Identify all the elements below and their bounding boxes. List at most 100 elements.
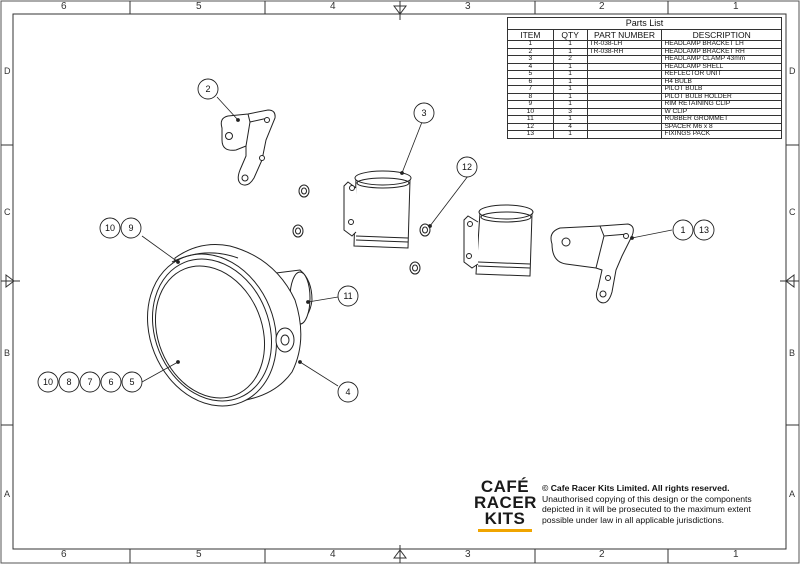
balloon-10a [99, 217, 121, 239]
cell-part-number [586, 107, 663, 116]
column-label-top-4: 4 [330, 1, 336, 12]
parts-list-table: Parts List ITEM QTY PART NUMBER DESCRIPT… [507, 17, 782, 139]
cell-qty: 1 [552, 130, 588, 139]
row-label-left-a: A [4, 489, 11, 499]
balloon-8 [58, 371, 80, 393]
balloon-labels: 2 3 12 1 13 10 9 11 4 10 8 7 6 5 [43, 84, 709, 397]
cell-qty: 1 [552, 40, 588, 49]
copyright-line-2: Unauthorised copying of this design or t… [542, 493, 752, 525]
balloon-label-12: 12 [462, 162, 472, 172]
balloon-label-3: 3 [421, 108, 426, 118]
column-label-top-2: 2 [599, 1, 605, 12]
cell-qty: 1 [552, 70, 588, 79]
row-label-left-c: C [4, 207, 11, 217]
cell-part-number: TR-038-RH [586, 47, 663, 56]
column-label-bottom-4: 4 [330, 549, 336, 560]
cell-description: REFLECTOR UNIT [661, 70, 782, 79]
bracket-lh [550, 223, 634, 304]
column-label-bottom-6: 6 [61, 549, 67, 560]
cell-qty: 1 [552, 100, 588, 109]
column-label-top-6: 6 [61, 1, 67, 12]
row-label-right-b: B [789, 348, 796, 358]
column-label-top-1: 1 [733, 1, 739, 12]
balloon-label-2: 2 [205, 84, 210, 94]
copyright-line-1: © Cafe Racer Kits Limited. All rights re… [542, 483, 730, 493]
clamp-right [463, 204, 534, 277]
balloon-6 [100, 371, 122, 393]
row-label-left-b: B [4, 348, 11, 358]
cell-description: HEADLAMP BRACKET LH [661, 40, 782, 49]
balloon-label-8: 8 [66, 377, 71, 387]
balloon-label-7: 7 [87, 377, 92, 387]
col-header-item: ITEM [507, 29, 554, 41]
balloon-label-11: 11 [343, 291, 352, 301]
column-label-bottom-2: 2 [599, 549, 605, 560]
cell-item: 13 [507, 130, 554, 139]
row-label-left-d: D [4, 66, 11, 76]
cell-description: RUBBER GROMMET [661, 115, 782, 124]
column-label-bottom-3: 3 [465, 549, 471, 560]
cell-item: 9 [507, 100, 554, 109]
row-label-right-a: A [789, 489, 796, 499]
cell-description: RIM RETAINING CLIP [661, 100, 782, 109]
col-header-part-number: PART NUMBER [586, 29, 663, 41]
column-label-bottom-1: 1 [733, 549, 739, 560]
cell-description: HEADLAMP CLAMP 43mm [661, 55, 782, 64]
cell-part-number [586, 77, 663, 86]
balloon-label-10b: 10 [43, 377, 53, 387]
balloon-3 [413, 102, 435, 124]
headlamp-assembly [147, 244, 313, 407]
cell-description: PILOT BULB [661, 85, 782, 94]
balloon-11 [337, 285, 359, 307]
balloon-4 [337, 381, 359, 403]
balloon-label-4: 4 [345, 387, 350, 397]
copyright-notice: © Cafe Racer Kits Limited. All rights re… [542, 483, 777, 525]
brand-line-3: KITS [484, 509, 526, 528]
balloon-label-9: 9 [128, 223, 133, 233]
cell-description: FIXINGS PACK [661, 130, 782, 139]
cell-item: 3 [507, 55, 554, 64]
cell-part-number [586, 130, 663, 139]
parts-list-title: Parts List [507, 17, 782, 30]
brand-line-1: CAFÉ [480, 477, 530, 496]
cell-item: 7 [507, 85, 554, 94]
balloon-label-13: 13 [699, 225, 709, 235]
row-label-right-d: D [789, 66, 796, 76]
cell-qty: 1 [552, 115, 588, 124]
cell-part-number [586, 62, 663, 71]
col-header-qty: QTY [552, 29, 588, 41]
balloon-7 [79, 371, 101, 393]
cell-item: 11 [507, 115, 554, 124]
brand-logo: CAFÉ RACER KITS [474, 477, 537, 532]
brand-line-2: RACER [474, 493, 537, 512]
cell-part-number [586, 92, 663, 101]
column-label-top-3: 3 [465, 1, 471, 12]
cell-qty: 1 [552, 85, 588, 94]
brand-accent-bar [478, 529, 532, 532]
cell-part-number [586, 55, 663, 64]
cell-part-number [586, 70, 663, 79]
balloon-10b [37, 371, 59, 393]
bracket-rh [220, 109, 276, 186]
spacers [292, 184, 431, 275]
clamp-left [343, 170, 412, 249]
balloon-label-10a: 10 [105, 223, 115, 233]
cell-part-number [586, 85, 663, 94]
balloon-label-1: 1 [680, 225, 685, 235]
row-label-right-c: C [789, 207, 796, 217]
balloon-13 [693, 219, 715, 241]
cell-item: 1 [507, 40, 554, 49]
balloon-5 [121, 371, 143, 393]
